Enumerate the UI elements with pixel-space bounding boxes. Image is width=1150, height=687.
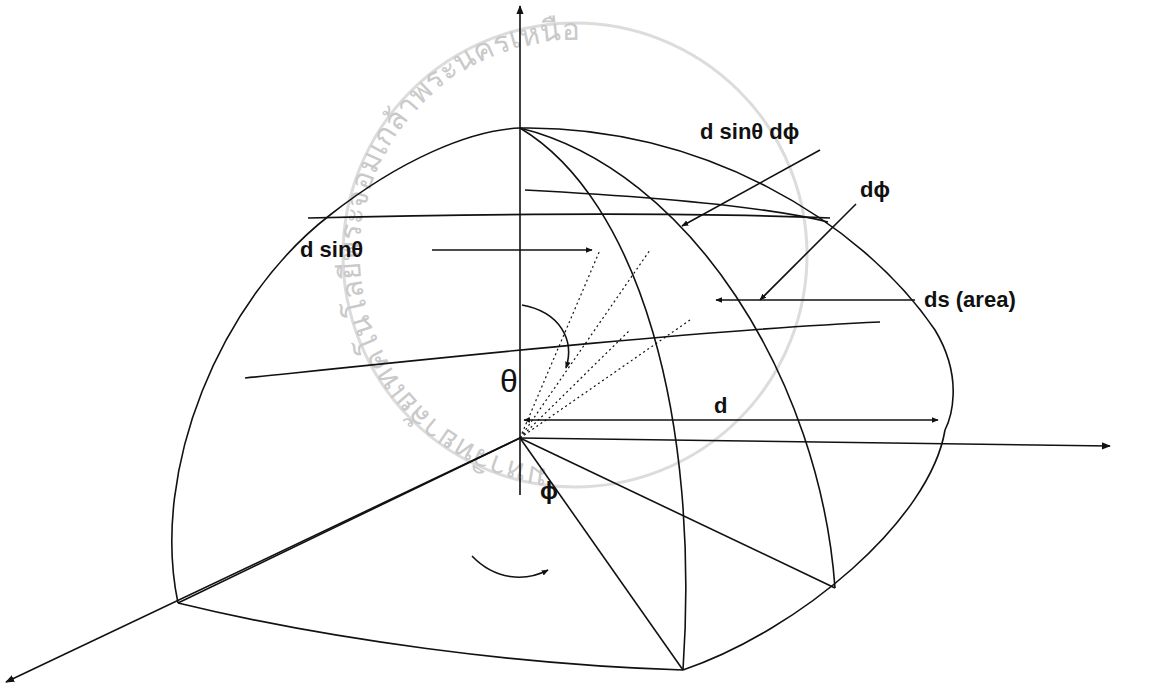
base-outline: [178, 603, 683, 670]
meridian-line: [520, 128, 686, 670]
base-radius: [520, 438, 683, 670]
watermark-group: มหาวิทยาลัยเทคโนโลยีพระจอมเกล้าพระนครเหน…: [332, 12, 807, 496]
latitude-line: [308, 214, 830, 218]
theta-arc: [522, 305, 569, 368]
callout-label: dϕ: [860, 178, 890, 202]
callout-label: d sinθ: [300, 238, 363, 262]
latitude-arc: [525, 190, 828, 222]
ray-dotted: [520, 250, 650, 438]
angle-symbol: θ: [500, 364, 518, 399]
angle-symbol: ϕ: [540, 478, 558, 504]
x-axis: [520, 438, 1110, 446]
y-axis: [6, 438, 520, 682]
phi-arc: [472, 556, 548, 577]
watermark-text: มหาวิทยาลัยเทคโนโลยีพระจอมเกล้าพระนครเหน…: [332, 12, 580, 496]
radius-dimension: [524, 419, 938, 421]
ray-dotted: [520, 330, 630, 438]
meridian-line: [520, 128, 835, 588]
callout-label: d: [714, 394, 727, 418]
leader-line: [716, 299, 915, 301]
ray-dotted: [520, 250, 600, 438]
leader-line: [760, 204, 856, 300]
hemisphere-outline: [520, 128, 953, 430]
leader-line: [432, 249, 592, 251]
base-radius: [520, 438, 835, 588]
leader-line: [682, 150, 820, 226]
callout-label: ds (area): [924, 288, 1016, 312]
hemisphere-outline: [172, 128, 520, 603]
base-radius: [178, 438, 520, 603]
callout-label: d sinθ dϕ: [700, 120, 799, 144]
